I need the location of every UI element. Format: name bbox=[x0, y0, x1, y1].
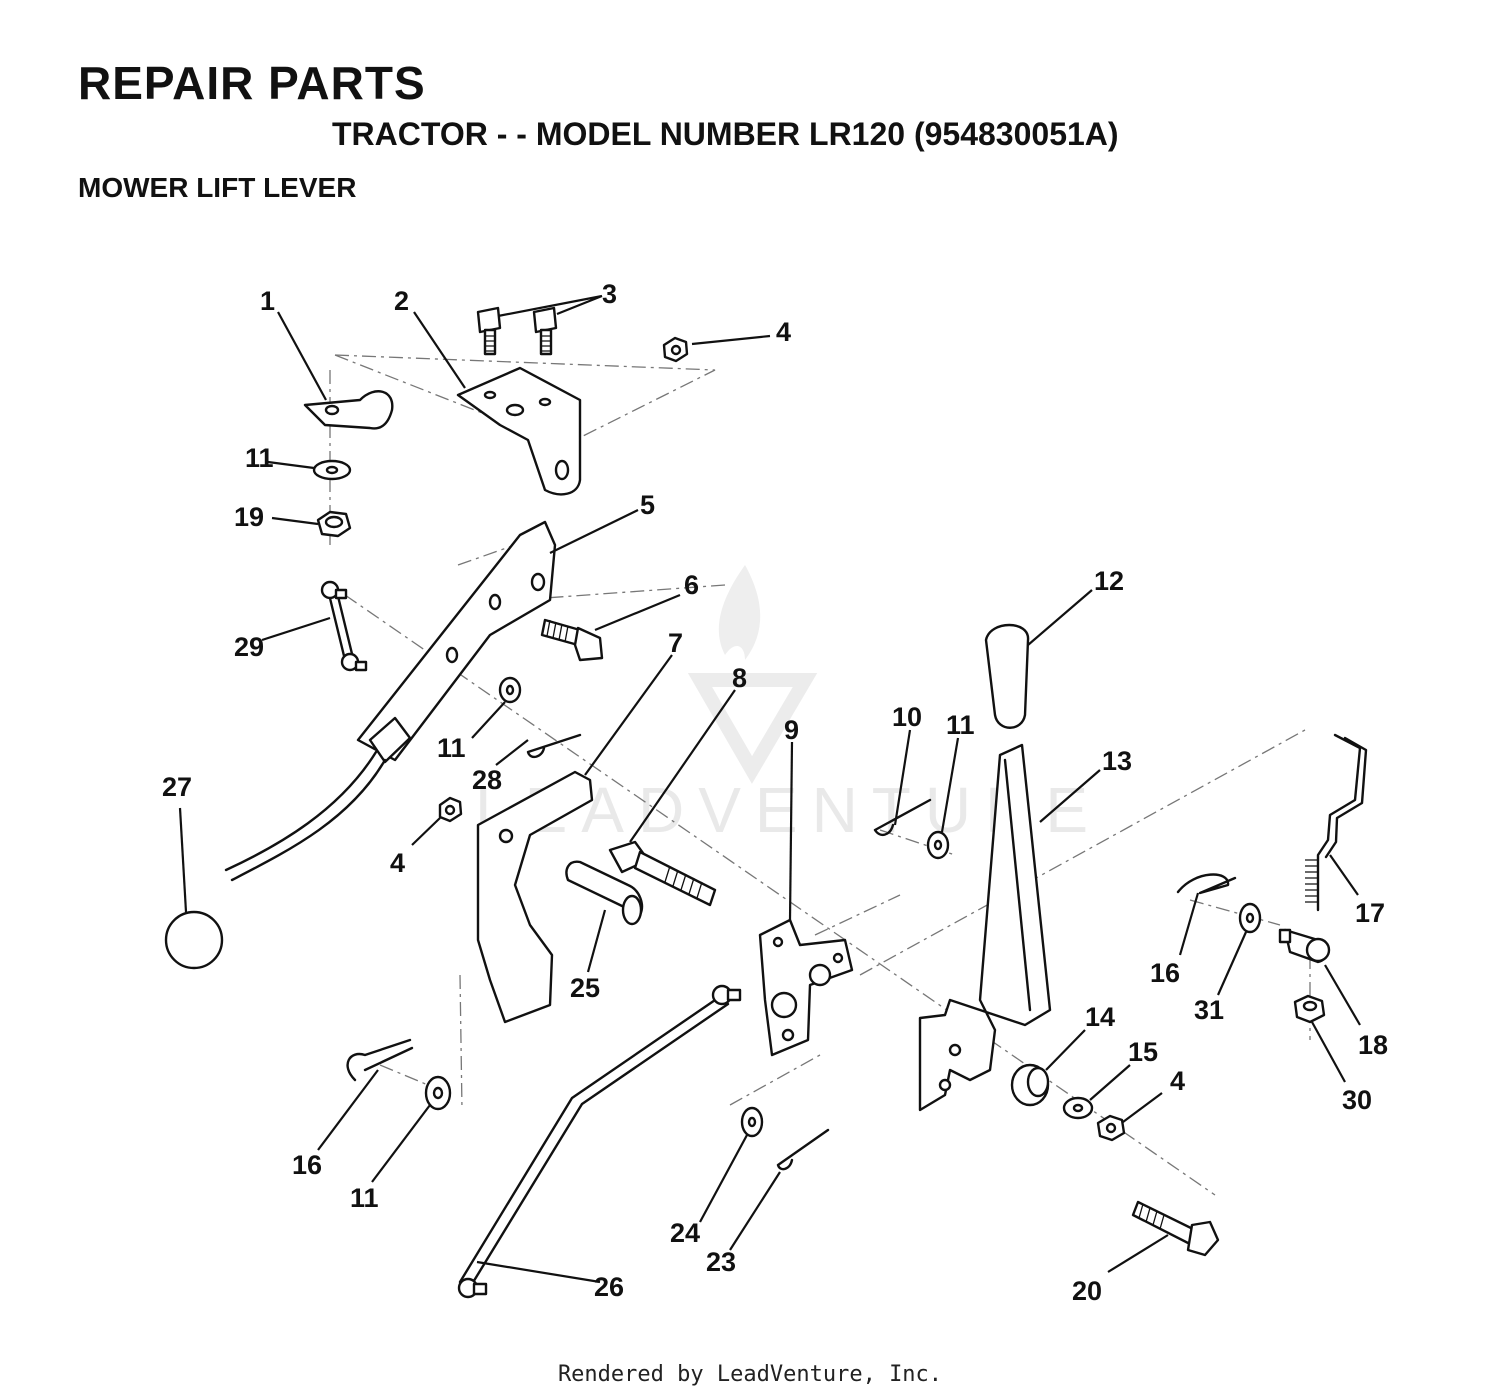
part-12-grip bbox=[984, 623, 1030, 729]
callout-1: 1 bbox=[260, 286, 275, 316]
part-2-bracket bbox=[456, 366, 582, 496]
callout-24: 24 bbox=[670, 1218, 700, 1248]
callout-29: 29 bbox=[234, 632, 264, 662]
part-29-link bbox=[320, 580, 368, 672]
callout-19: 19 bbox=[234, 502, 264, 532]
part-13-lever bbox=[918, 743, 1052, 1112]
callout-27: 27 bbox=[162, 772, 192, 802]
section-title: MOWER LIFT LEVER bbox=[78, 172, 357, 203]
part-25-spacer bbox=[565, 860, 644, 926]
callout-14: 14 bbox=[1085, 1002, 1115, 1032]
callout-4-right: 4 bbox=[1170, 1066, 1185, 1096]
page-title: REPAIR PARTS bbox=[78, 57, 426, 109]
part-16-hairpins bbox=[346, 873, 1237, 1082]
part-8-bolt bbox=[608, 840, 717, 907]
callout-11-right: 11 bbox=[946, 710, 975, 740]
part-19-nut bbox=[316, 510, 352, 538]
callout-3: 3 bbox=[602, 279, 617, 309]
part-7-plate bbox=[476, 770, 594, 1024]
callout-26: 26 bbox=[594, 1272, 624, 1302]
callout-2: 2 bbox=[394, 286, 409, 316]
callout-20: 20 bbox=[1072, 1276, 1102, 1306]
part-20-bolt bbox=[1131, 1200, 1220, 1257]
footer-credit: Rendered by LeadVenture, Inc. bbox=[557, 1362, 943, 1387]
callout-17: 17 bbox=[1355, 898, 1385, 928]
callout-labels: 1 2 3 4 4 4 5 6 7 8 9 10 11 11 11 11 12 … bbox=[162, 279, 1388, 1306]
callout-8: 8 bbox=[732, 663, 747, 693]
cotter-pins bbox=[526, 733, 932, 1171]
part-14-bushing bbox=[1010, 1063, 1050, 1107]
callout-16-left: 16 bbox=[292, 1150, 322, 1180]
part-1-clip bbox=[303, 390, 394, 430]
callout-25: 25 bbox=[570, 973, 600, 1003]
callout-16-right: 16 bbox=[1150, 958, 1180, 988]
callout-9: 9 bbox=[784, 715, 799, 745]
part-6-bolt bbox=[540, 618, 604, 662]
part-5-lift-arm bbox=[224, 520, 557, 882]
leadventure-watermark: LEADVENTURE bbox=[475, 565, 1088, 846]
part-3-bolts bbox=[476, 306, 558, 356]
callout-28: 28 bbox=[472, 765, 502, 795]
part-26-link bbox=[457, 984, 742, 1299]
part-17-rod bbox=[1305, 733, 1368, 912]
part-11-washers bbox=[312, 459, 950, 1111]
part-27-knob bbox=[164, 910, 224, 970]
callout-15: 15 bbox=[1128, 1037, 1158, 1067]
callout-10: 10 bbox=[892, 702, 922, 732]
part-4-nuts bbox=[438, 336, 1126, 1142]
part-31-washer bbox=[1238, 902, 1262, 934]
model-subtitle: TRACTOR - - MODEL NUMBER LR120 (95483005… bbox=[332, 116, 1119, 152]
part-18-trunnion bbox=[1278, 928, 1331, 964]
callout-4-top: 4 bbox=[776, 317, 791, 347]
callout-6: 6 bbox=[684, 570, 699, 600]
part-24-washer bbox=[740, 1106, 764, 1138]
callout-11-mid: 11 bbox=[437, 733, 466, 763]
part-9-pivot bbox=[758, 918, 854, 1057]
part-30-nut bbox=[1293, 994, 1326, 1024]
callout-11-top: 11 bbox=[245, 443, 274, 473]
callout-18: 18 bbox=[1358, 1030, 1388, 1060]
callout-5: 5 bbox=[640, 490, 655, 520]
callout-31: 31 bbox=[1194, 995, 1224, 1025]
leader-lines bbox=[178, 294, 1361, 1284]
callout-7: 7 bbox=[668, 628, 683, 658]
part-15-washer bbox=[1062, 1096, 1094, 1120]
callout-13: 13 bbox=[1102, 746, 1132, 776]
callout-4-left: 4 bbox=[390, 848, 405, 878]
callout-30: 30 bbox=[1342, 1085, 1372, 1115]
callout-11-bottom: 11 bbox=[350, 1183, 379, 1213]
callout-23: 23 bbox=[706, 1247, 736, 1277]
callout-12: 12 bbox=[1094, 566, 1124, 596]
